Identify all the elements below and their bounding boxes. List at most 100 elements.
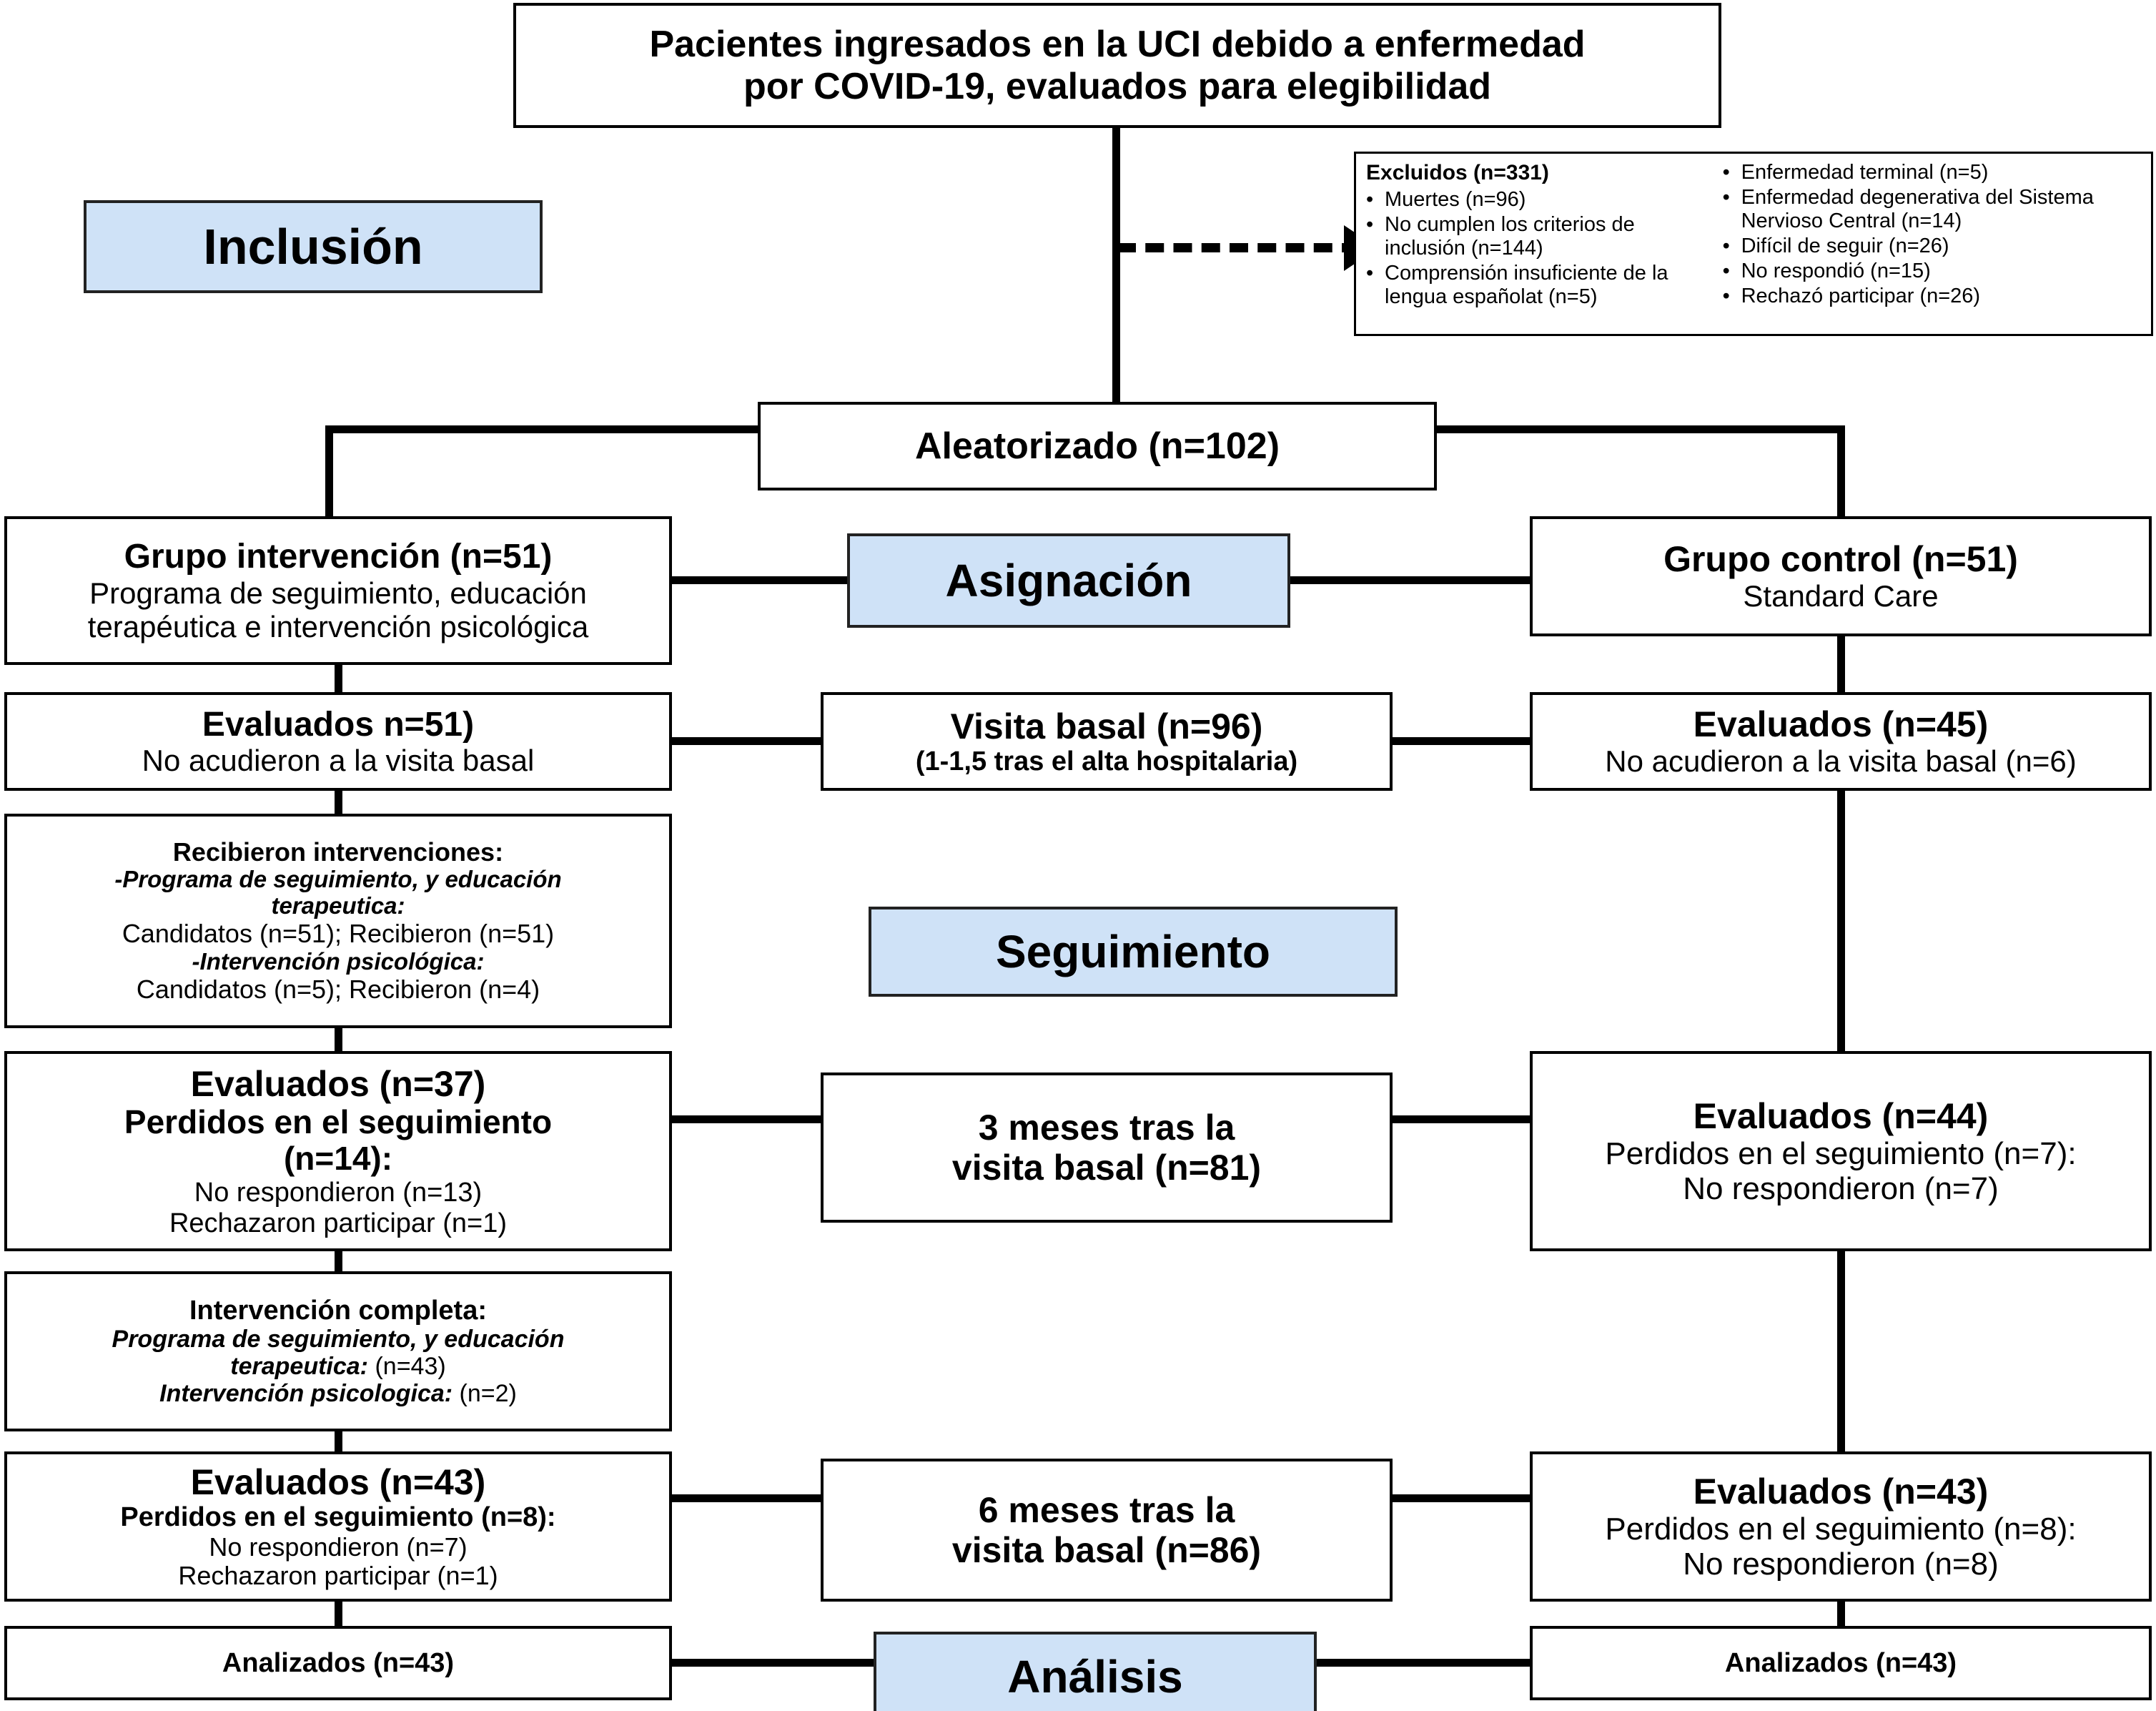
visita-basal-sub: (1-1,5 tras el alta hospitalaria) [915,746,1298,776]
control-analyzed-label: Analizados (n=43) [1724,1647,1957,1678]
excluded-item: • Comprensión insuficiente de la lengua … [1366,262,1713,309]
intervention-month6-box: Evaluados (n=43) Perdidos en el seguimie… [4,1451,672,1602]
stage-band-inclusion-label: Inclusión [203,219,423,275]
excluded-item-label: Comprensión insuficiente de la lengua es… [1385,262,1668,309]
intervention-received-item1-line2: terapeutica: [271,892,405,919]
intervention-complete-item2-line: Intervención psicologica: (n=2) [14,1380,662,1407]
connector-control-m3-to-m6 [1837,1248,1845,1454]
excluded-item-label: Enfermedad degenerativa del Sistema Nerv… [1741,186,2094,233]
intervention-group-title: Grupo intervención (n=51) [124,538,553,576]
excluded-left-column: Excluidos (n=331) • Muertes (n=96) • No … [1366,161,1713,328]
excluded-title: Excluidos (n=331) [1366,161,1549,184]
connector-month3-right [1390,1115,1533,1123]
intervention-month6-title: Evaluados (n=43) [190,1462,486,1503]
connector-intervention-m3-to-complete [335,1248,342,1274]
bullet-icon: • [1722,260,1730,283]
intervention-complete-item2-emph: Intervención psicologica: [159,1380,453,1408]
connector-control-m6-to-analyzed [1837,1599,1845,1629]
connector-control-baseline-to-m3 [1837,788,1845,1052]
connector-intervention-m6-to-analyzed [335,1599,342,1629]
intervention-month3-title: Evaluados (n=37) [190,1063,486,1104]
intervention-month3-box: Evaluados (n=37) Perdidos en el seguimie… [4,1051,672,1251]
stage-band-seguimiento: Seguimiento [869,907,1398,997]
excluded-item-label: Enfermedad terminal (n=5) [1741,161,1989,184]
intervention-month3-reason2: Rechazaron participar (n=1) [169,1208,508,1238]
control-group-title: Grupo control (n=51) [1663,539,2018,580]
intervention-complete-item1-line2: terapeutica: (n=43) [14,1353,662,1380]
stage-band-analisis: Análisis [874,1632,1317,1711]
bullet-icon: • [1722,161,1730,184]
stage-band-inclusion: Inclusión [84,200,543,293]
intervention-group-box: Grupo intervención (n=51) Programa de se… [4,516,672,665]
exclusion-dashed-connector [1117,243,1360,252]
intervention-complete-item2-count: (n=2) [453,1380,517,1408]
intervention-month6-reason2: Rechazaron participar (n=1) [178,1561,498,1591]
intervention-group-sub2: terapéutica e intervención psicológica [87,609,589,644]
intervention-month3-lost-line2: (n=14): [283,1140,393,1178]
connector-month3-left [672,1115,824,1123]
excluded-item: • Difícil de seguir (n=26) [1723,235,2147,258]
bullet-icon: • [1722,235,1730,258]
enrollment-top-box: Pacientes ingresados en la UCI debido a … [513,3,1721,128]
intervention-received-item2: -Intervención psicológica: [192,947,485,975]
enrollment-title-line2: por COVID-19, evaluados para elegibilida… [743,65,1492,107]
excluded-item: • Enfermedad degenerativa del Sistema Ne… [1723,186,2147,233]
connector-control-group-to-baseline [1837,633,1845,692]
intervention-complete-item1-emph: terapeutica: [230,1353,369,1381]
connector-month6-right [1390,1494,1533,1502]
connector-randomized-left-h [325,425,761,433]
excluded-item-label: Rechazó participar (n=26) [1741,285,1981,308]
month3-center-line2: visita basal (n=81) [951,1148,1262,1188]
control-month3-title: Evaluados (n=44) [1693,1095,1989,1136]
excluded-item-label: No cumplen los criterios de inclusión (n… [1385,213,1635,260]
intervention-baseline-sub: No acudieron a la visita basal [142,744,535,778]
control-month6-title: Evaluados (n=43) [1693,1471,1989,1512]
connector-randomized-right-h [1433,425,1844,433]
intervention-baseline-box: Evaluados n=51) No acudieron a la visita… [4,692,672,791]
stage-band-analisis-label: Análisis [1007,1651,1183,1702]
connector-month6-left [672,1494,824,1502]
excluded-item: • Enfermedad terminal (n=5) [1723,161,2147,184]
intervention-received-title: Recibieron intervenciones: [172,837,504,867]
control-month3-lost: Perdidos en el seguimiento (n=7): [1605,1135,2077,1171]
month6-center-box: 6 meses tras la visita basal (n=86) [821,1459,1393,1602]
enrollment-title-line1: Pacientes ingresados en la UCI debido a … [649,24,1586,66]
stage-band-seguimiento-label: Seguimiento [995,926,1271,977]
excluded-item-label: No respondió (n=15) [1741,260,1931,283]
control-month3-box: Evaluados (n=44) Perdidos en el seguimie… [1530,1051,2152,1251]
control-group-sub: Standard Care [1743,579,1939,613]
connector-top-to-randomized [1112,128,1120,403]
excluded-item: • Rechazó participar (n=26) [1723,285,2147,308]
bullet-icon: • [1722,285,1730,308]
control-month6-box: Evaluados (n=43) Perdidos en el seguimie… [1530,1451,2152,1602]
control-month6-reason1: No respondieron (n=8) [1683,1547,1999,1582]
bullet-icon: • [1366,188,1374,211]
excluded-item: • Muertes (n=96) [1366,188,1713,212]
month6-center-line2: visita basal (n=86) [951,1530,1262,1570]
control-baseline-sub: No acudieron a la visita basal (n=6) [1605,744,2077,779]
control-baseline-box: Evaluados (n=45) No acudieron a la visit… [1530,692,2152,791]
connector-analisis-right [1314,1659,1533,1667]
control-month3-reason1: No respondieron (n=7) [1683,1171,1999,1206]
intervention-month3-lost-line1: Perdidos en el seguimiento [124,1103,553,1140]
visita-basal-box: Visita basal (n=96) (1-1,5 tras el alta … [821,692,1393,791]
control-baseline-title: Evaluados (n=45) [1693,704,1989,745]
bullet-icon: • [1366,213,1374,237]
control-analyzed-box: Analizados (n=43) [1530,1626,2152,1700]
bullet-icon: • [1366,262,1374,285]
excluded-item: • No respondió (n=15) [1723,260,2147,283]
intervention-received-item2-counts: Candidatos (n=5); Recibieron (n=4) [136,974,540,1004]
stage-band-asignacion-label: Asignación [945,555,1192,606]
control-month6-lost: Perdidos en el seguimiento (n=8): [1605,1511,2077,1547]
intervention-received-item1-counts: Candidatos (n=51); Recibieron (n=51) [122,919,555,949]
intervention-month3-reason1: No respondieron (n=13) [194,1177,483,1208]
intervention-month6-reason1: No respondieron (n=7) [209,1532,468,1562]
excluded-item: • No cumplen los criterios de inclusión … [1366,213,1713,260]
connector-randomized-left-v [325,425,333,520]
intervention-group-sub1: Programa de seguimiento, educación [89,576,587,610]
stage-band-asignacion: Asignación [847,533,1290,628]
intervention-baseline-title: Evaluados n=51) [202,705,475,744]
intervention-analyzed-label: Analizados (n=43) [222,1647,455,1678]
excluded-item-label: Muertes (n=96) [1385,188,1526,211]
